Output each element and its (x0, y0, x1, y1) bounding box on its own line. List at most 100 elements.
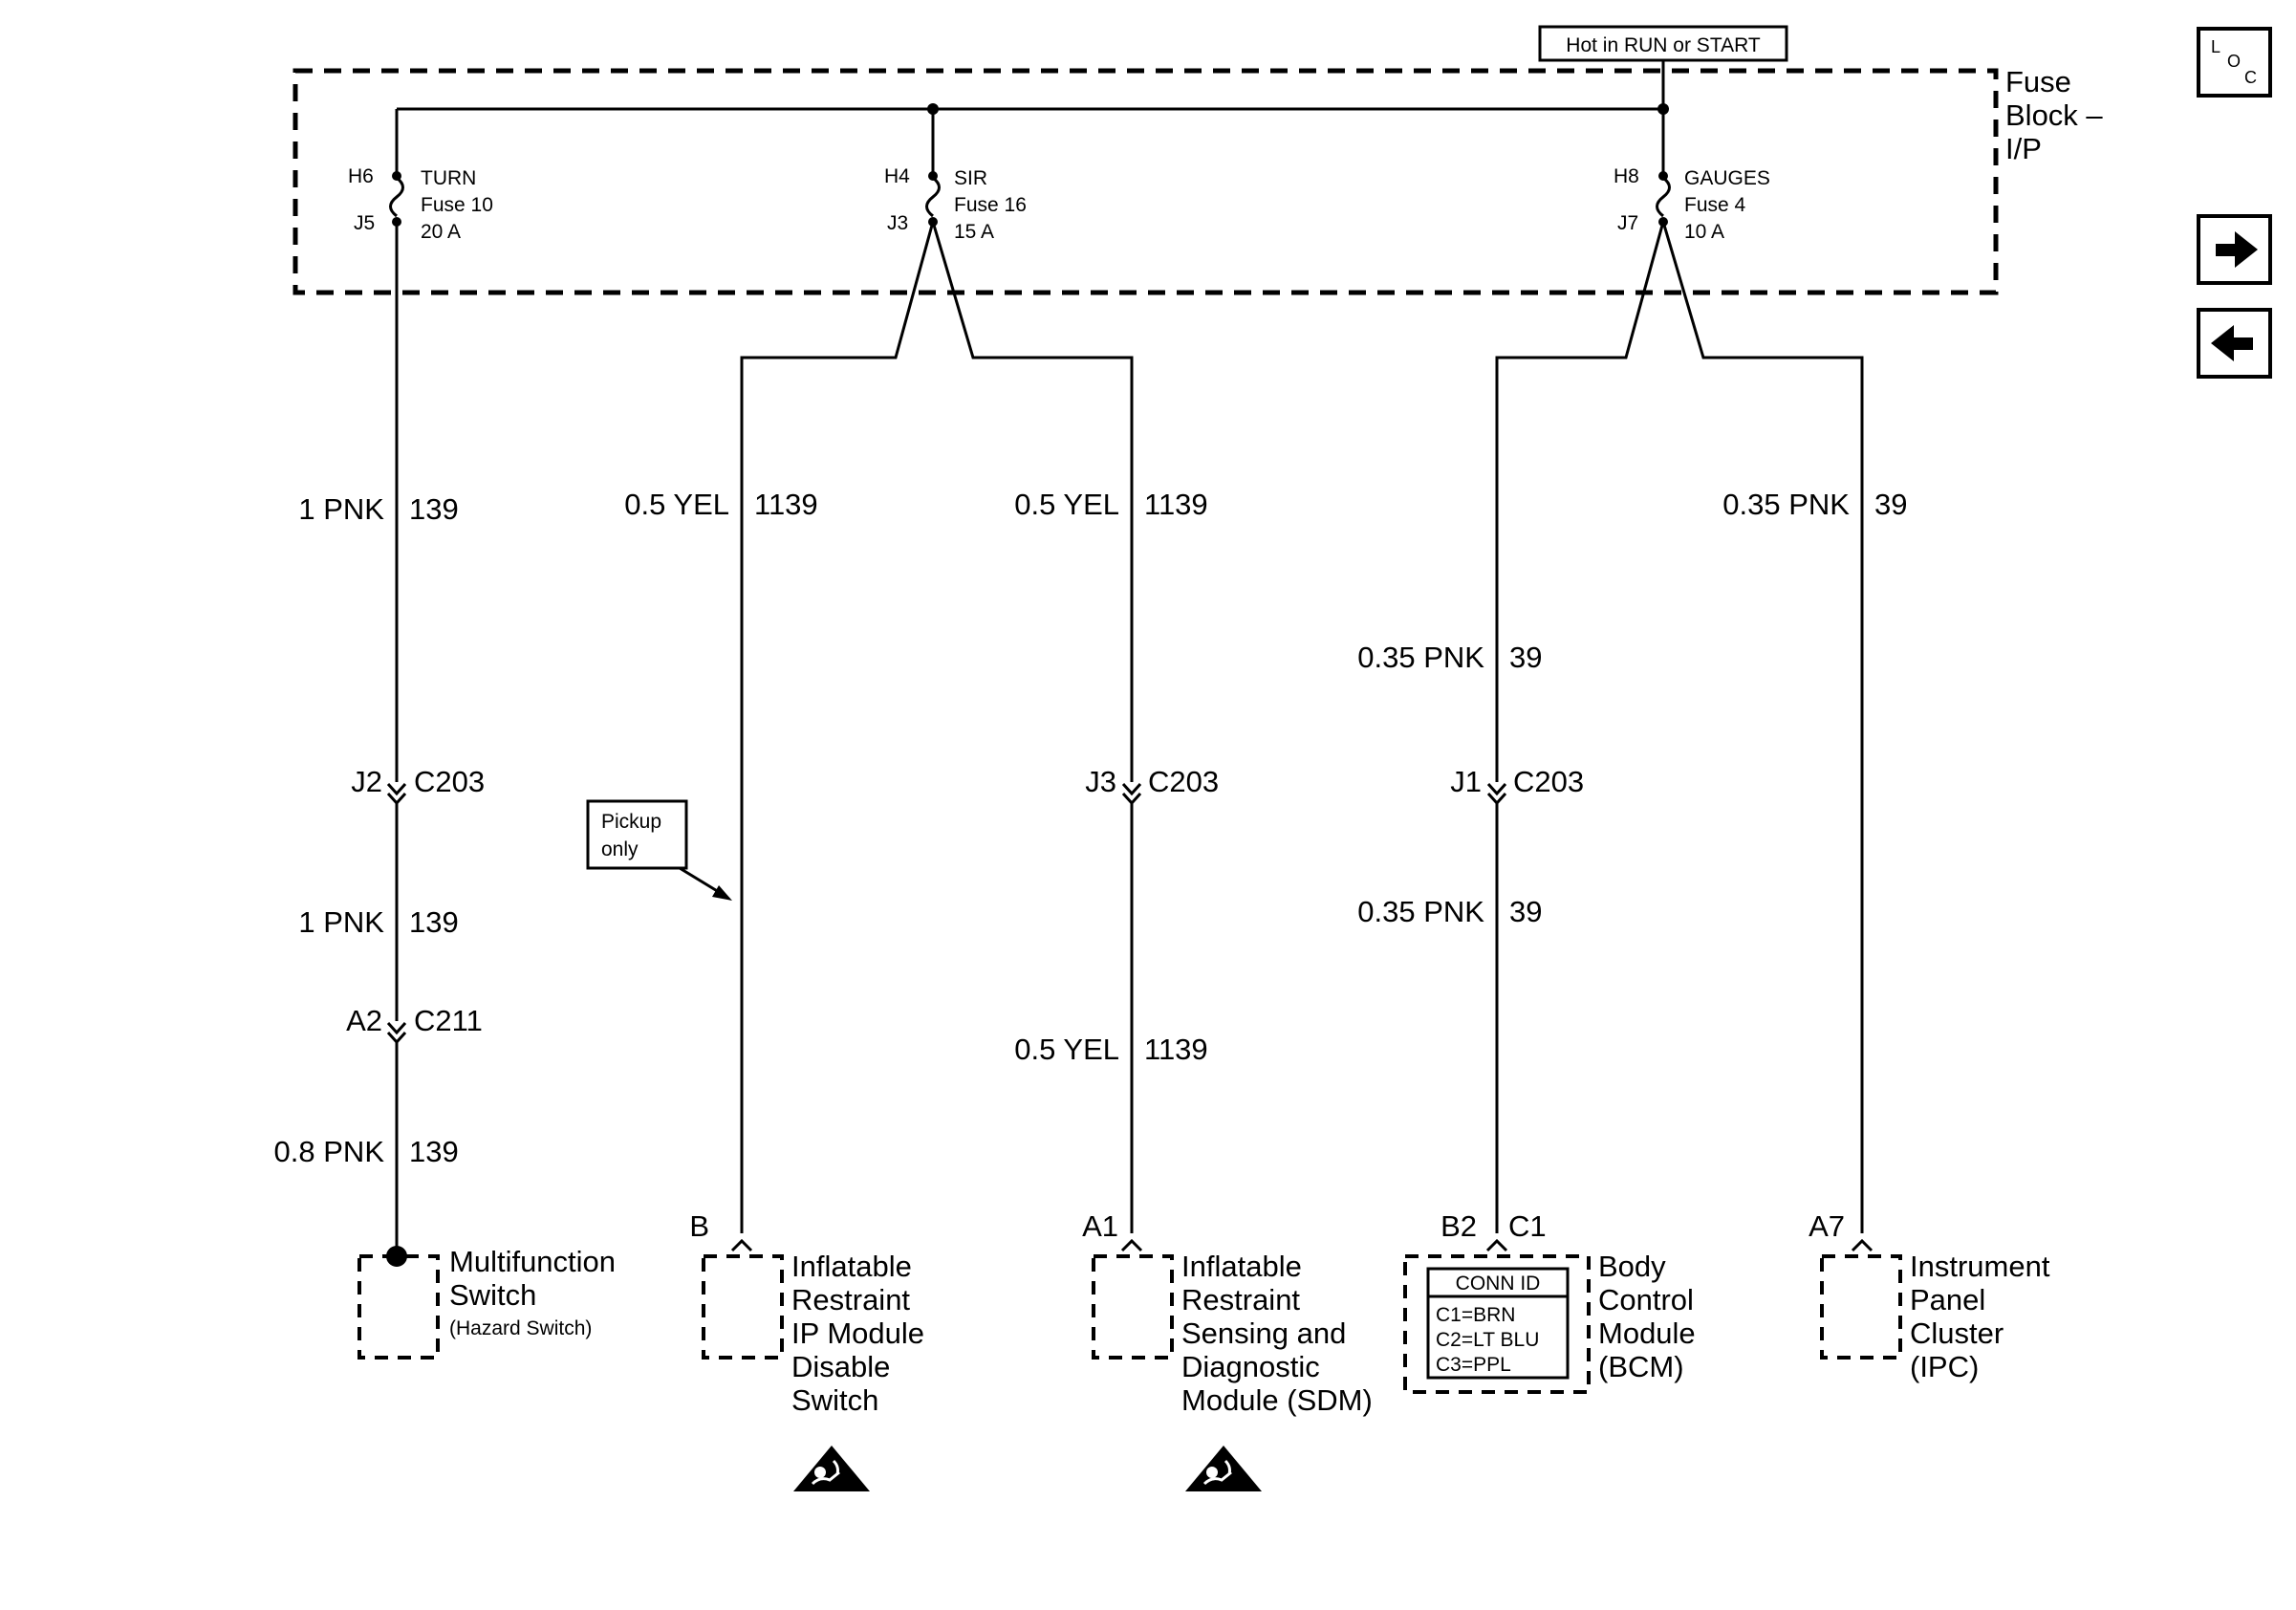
svg-text:(Hazard Switch): (Hazard Switch) (449, 1317, 592, 1339)
svg-text:CONN ID: CONN ID (1456, 1273, 1541, 1295)
location-icon: L O C (2211, 37, 2257, 87)
svg-text:Disable: Disable (791, 1350, 890, 1383)
svg-text:C: C (2244, 68, 2257, 87)
conn-id-table: CONN ID C1=BRN C2=LT BLU C3=PPL (1426, 1267, 1570, 1380)
svg-text:Restraint: Restraint (1181, 1283, 1300, 1316)
svg-text:10 A: 10 A (1684, 221, 1724, 243)
connector-c203-sir: J3 C203 (1085, 765, 1219, 798)
wire-turn (386, 222, 407, 1267)
supply-label: Hot in RUN or START (1538, 25, 1788, 62)
wire-label-gauges-left-1: 0.35 PNK 39 (1357, 641, 1542, 674)
svg-text:J5: J5 (354, 212, 375, 234)
wire-label-gauges-left-2: 0.35 PNK 39 (1357, 895, 1542, 928)
svg-text:Inflatable: Inflatable (791, 1250, 912, 1283)
airbag-warning-icon (793, 1446, 870, 1491)
svg-text:(BCM): (BCM) (1598, 1350, 1684, 1383)
component-sdm: A1 Inflatable Restraint Sensing and Diag… (1082, 1209, 1373, 1417)
svg-text:Restraint: Restraint (791, 1283, 910, 1316)
svg-text:Fuse 16: Fuse 16 (954, 194, 1027, 216)
svg-text:H8: H8 (1614, 165, 1639, 187)
svg-text:Inflatable: Inflatable (1181, 1250, 1302, 1283)
svg-text:Pickup: Pickup (601, 811, 661, 833)
svg-text:O: O (2227, 52, 2241, 71)
svg-text:C203: C203 (1513, 765, 1584, 798)
svg-text:1139: 1139 (1144, 1033, 1208, 1066)
svg-text:J3: J3 (1085, 765, 1116, 798)
svg-text:39: 39 (1874, 488, 1907, 521)
svg-text:TURN: TURN (421, 167, 476, 189)
svg-text:0.8 PNK: 0.8 PNK (274, 1135, 385, 1168)
connector-c211-turn: A2 C211 (346, 1004, 483, 1037)
wire-gauges (1486, 221, 1864, 1233)
svg-text:Panel: Panel (1910, 1283, 1985, 1316)
wire-label-turn-1: 1 PNK 139 (298, 492, 458, 526)
svg-text:J3: J3 (887, 212, 908, 234)
svg-text:A7: A7 (1809, 1209, 1845, 1243)
connector-c203-turn: J2 C203 (351, 765, 485, 798)
svg-text:0.5 YEL: 0.5 YEL (1014, 488, 1119, 521)
svg-text:139: 139 (409, 1135, 459, 1168)
wire-label-sir-right-2: 0.5 YEL 1139 (1014, 1033, 1207, 1066)
svg-text:I/P: I/P (2005, 132, 2042, 165)
svg-text:B: B (689, 1209, 709, 1243)
svg-text:C203: C203 (1148, 765, 1219, 798)
svg-text:C2=LT BLU: C2=LT BLU (1436, 1329, 1539, 1351)
svg-text:1139: 1139 (754, 488, 818, 521)
svg-text:Fuse 10: Fuse 10 (421, 194, 493, 216)
svg-text:139: 139 (409, 492, 459, 526)
arrow-right-icon (2216, 231, 2258, 268)
next-page-button[interactable] (2197, 214, 2272, 285)
fuse-sir: H4 J3 SIR Fuse 16 15 A (884, 109, 1027, 243)
fuse-block-frame (292, 68, 1999, 295)
connector-c203-gauges: J1 C203 (1450, 765, 1584, 798)
svg-text:L: L (2211, 37, 2220, 56)
svg-text:Multifunction: Multifunction (449, 1245, 616, 1278)
svg-text:0.35 PNK: 0.35 PNK (1722, 488, 1850, 521)
wire-label-sir-left: 0.5 YEL 1139 (624, 488, 817, 521)
svg-text:A2: A2 (346, 1004, 382, 1037)
svg-text:1 PNK: 1 PNK (298, 905, 384, 939)
svg-text:Fuse: Fuse (2005, 65, 2071, 98)
svg-text:J7: J7 (1617, 212, 1638, 234)
svg-text:Switch: Switch (449, 1278, 536, 1312)
svg-text:H4: H4 (884, 165, 910, 187)
fuse-block-label: Fuse Block – I/P (2005, 65, 2103, 165)
svg-text:Body: Body (1598, 1250, 1666, 1283)
wire-label-gauges-right: 0.35 PNK 39 (1722, 488, 1907, 521)
wire-label-sir-right-1: 0.5 YEL 1139 (1014, 488, 1207, 521)
svg-text:Block –: Block – (2005, 98, 2103, 132)
svg-text:C1=BRN: C1=BRN (1436, 1304, 1515, 1326)
svg-text:only: only (601, 838, 639, 860)
previous-page-button[interactable] (2197, 308, 2272, 379)
component-multifunction-switch: Multifunction Switch (Hazard Switch) (357, 1245, 616, 1360)
svg-text:SIR: SIR (954, 167, 987, 189)
svg-text:0.5 YEL: 0.5 YEL (1014, 1033, 1119, 1066)
svg-text:0.35 PNK: 0.35 PNK (1357, 641, 1484, 674)
svg-text:139: 139 (409, 905, 459, 939)
location-button[interactable]: L O C (2197, 27, 2272, 98)
wire-sir (740, 221, 1142, 1233)
svg-text:Cluster: Cluster (1910, 1316, 2004, 1350)
svg-text:Control: Control (1598, 1283, 1694, 1316)
svg-text:C1: C1 (1508, 1209, 1547, 1243)
svg-text:39: 39 (1509, 895, 1542, 928)
svg-text:Module: Module (1598, 1316, 1696, 1350)
pickup-only-note: Pickup only (586, 799, 732, 901)
fuse-turn: H6 J5 TURN Fuse 10 20 A (348, 109, 493, 243)
svg-text:H6: H6 (348, 165, 374, 187)
svg-text:15 A: 15 A (954, 221, 994, 243)
svg-text:Instrument: Instrument (1910, 1250, 2050, 1283)
svg-text:Module (SDM): Module (SDM) (1181, 1383, 1373, 1417)
svg-text:J1: J1 (1450, 765, 1482, 798)
fuse-gauges: H8 J7 GAUGES Fuse 4 10 A (1614, 109, 1770, 243)
svg-text:20 A: 20 A (421, 221, 461, 243)
svg-text:C211: C211 (414, 1004, 483, 1037)
svg-text:A1: A1 (1082, 1209, 1118, 1243)
component-bcm: B2 C1 CONN ID C1=BRN C2=LT BLU C3=PPL Bo… (1403, 1209, 1696, 1394)
svg-text:0.35 PNK: 0.35 PNK (1357, 895, 1484, 928)
svg-text:(IPC): (IPC) (1910, 1350, 1979, 1383)
svg-text:B2: B2 (1440, 1209, 1477, 1243)
svg-text:Switch: Switch (791, 1383, 878, 1417)
arrow-left-icon (2211, 325, 2253, 361)
